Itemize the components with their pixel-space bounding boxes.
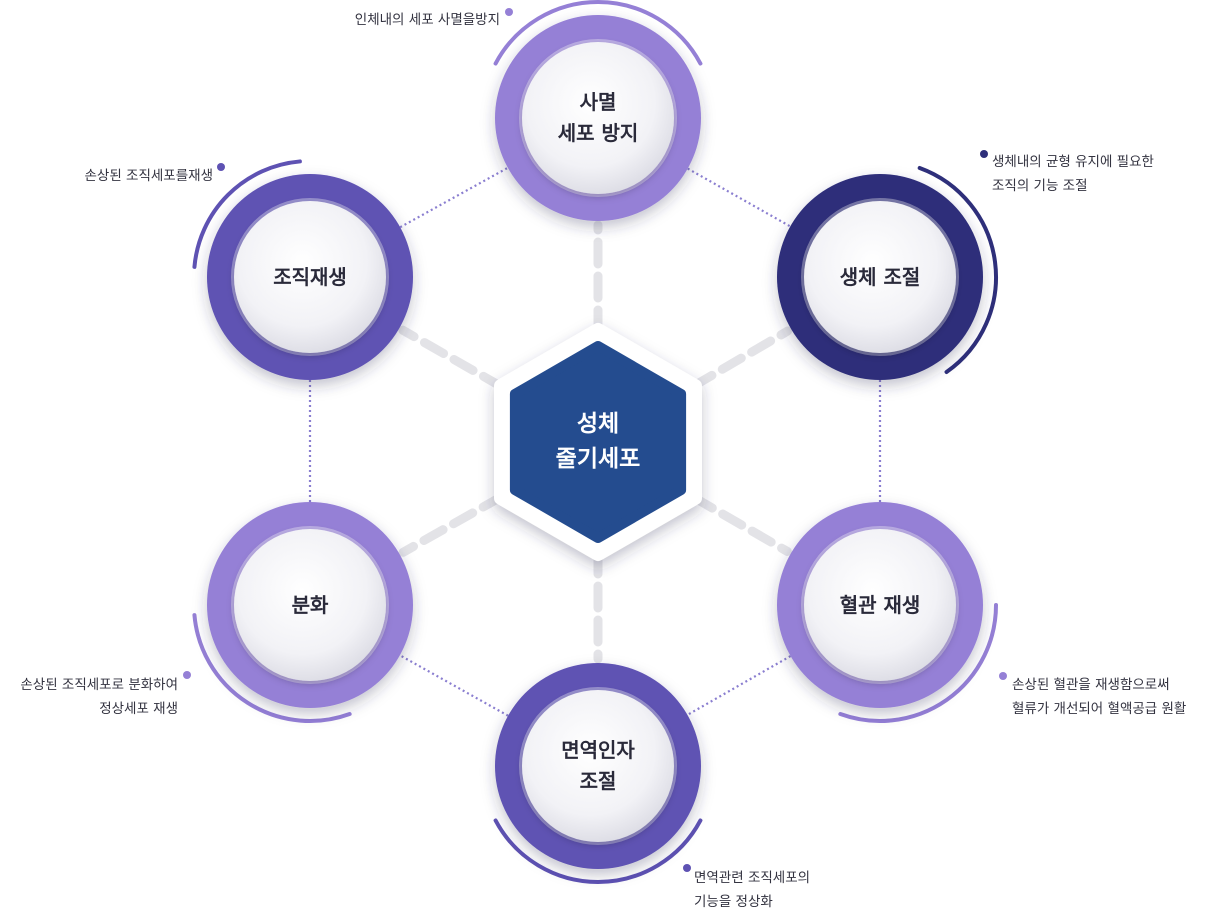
node-core [804, 529, 956, 681]
hub-spoke [688, 326, 793, 391]
desc-line-1: 손상된 조직세포를재생 [84, 168, 214, 184]
node-link [686, 655, 792, 716]
desc-differentiation: 손상된 조직세포로 분화하여 정상세포 재생 [20, 673, 178, 721]
node-links [308, 166, 882, 717]
node-link [399, 166, 509, 229]
node-line-1: 분화 [291, 592, 329, 617]
node-link [399, 654, 509, 717]
desc-apoptosis: 인체내의 세포 사멸을방지 [355, 8, 500, 32]
bullet-dot [505, 8, 513, 16]
bullet-dot [980, 150, 988, 158]
node-line-1: 면역인자 [561, 738, 635, 762]
node-line-1: 혈관 재생 [839, 592, 921, 617]
hub-spoke [398, 491, 507, 557]
node-line-1: 사멸 [579, 90, 617, 114]
node-label-differentiation: 분화 [235, 530, 385, 680]
desc-line-2: 혈류가 개선되어 혈액공급 원활 [1012, 701, 1187, 717]
desc-line-2: 조직의 기능 조절 [992, 178, 1088, 194]
node-line-2: 세포 방지 [557, 121, 639, 145]
outer-arc [192, 613, 352, 723]
desc-line-1: 생체내의 균형 유지에 필요한 [992, 154, 1154, 170]
node-core [234, 529, 386, 681]
hub-line-2: 줄기세포 [555, 446, 641, 472]
node-core [522, 42, 674, 194]
outer-arc [493, 818, 703, 884]
outer-arc [838, 603, 998, 723]
node-link [687, 167, 791, 228]
outer-arcs [192, 0, 998, 884]
desc-line-1: 손상된 혈관을 재생함으로써 [1012, 677, 1170, 693]
hub-spoke [688, 492, 792, 556]
bullet-dot [217, 163, 225, 171]
node-line-1: 생체 조절 [839, 264, 921, 289]
hub-hexagon [494, 323, 702, 561]
node-line-1: 조직재생 [273, 264, 347, 289]
node-label-apoptosis: 사멸 세포 방지 [523, 43, 673, 193]
node-core [234, 201, 386, 353]
desc-homeostasis: 생체내의 균형 유지에 필요한 조직의 기능 조절 [992, 150, 1154, 198]
desc-regeneration: 손상된 조직세포를재생 [85, 164, 214, 188]
outer-arc [192, 159, 302, 269]
desc-line-2: 기능을 정상화 [694, 894, 773, 910]
bullet-dot [683, 864, 691, 872]
hub-label: 성체 줄기세포 [503, 347, 693, 537]
desc-line-1: 손상된 조직세포로 분화하여 [20, 677, 178, 693]
hub-spoke [398, 325, 508, 392]
node-core [522, 690, 674, 842]
desc-immune: 면역관련 조직세포의 기능을 정상화 [694, 866, 810, 914]
node-line-2: 조절 [579, 769, 617, 793]
hub-spokes [398, 220, 793, 664]
outer-arc [493, 0, 703, 66]
node-core [804, 201, 956, 353]
outer-arc [917, 165, 998, 375]
desc-line-1: 인체내의 세포 사멸을방지 [354, 12, 500, 28]
hub-line-1: 성체 [576, 411, 620, 437]
desc-line-2: 정상세포 재생 [99, 701, 178, 717]
node-label-regeneration: 조직재생 [235, 202, 385, 352]
node-label-homeostasis: 생체 조절 [805, 202, 955, 352]
hub-hexagon-fill [509, 341, 687, 543]
desc-line-1: 면역관련 조직세포의 [694, 870, 811, 886]
bullet-dot [183, 671, 191, 679]
bullet-dot [999, 672, 1007, 680]
node-label-angiogenesis: 혈관 재생 [805, 530, 955, 680]
node-circles [207, 15, 983, 869]
node-label-immune: 면역인자 조절 [523, 691, 673, 841]
desc-angiogenesis: 손상된 혈관을 재생함으로써 혈류가 개선되어 혈액공급 원활 [1012, 673, 1186, 721]
